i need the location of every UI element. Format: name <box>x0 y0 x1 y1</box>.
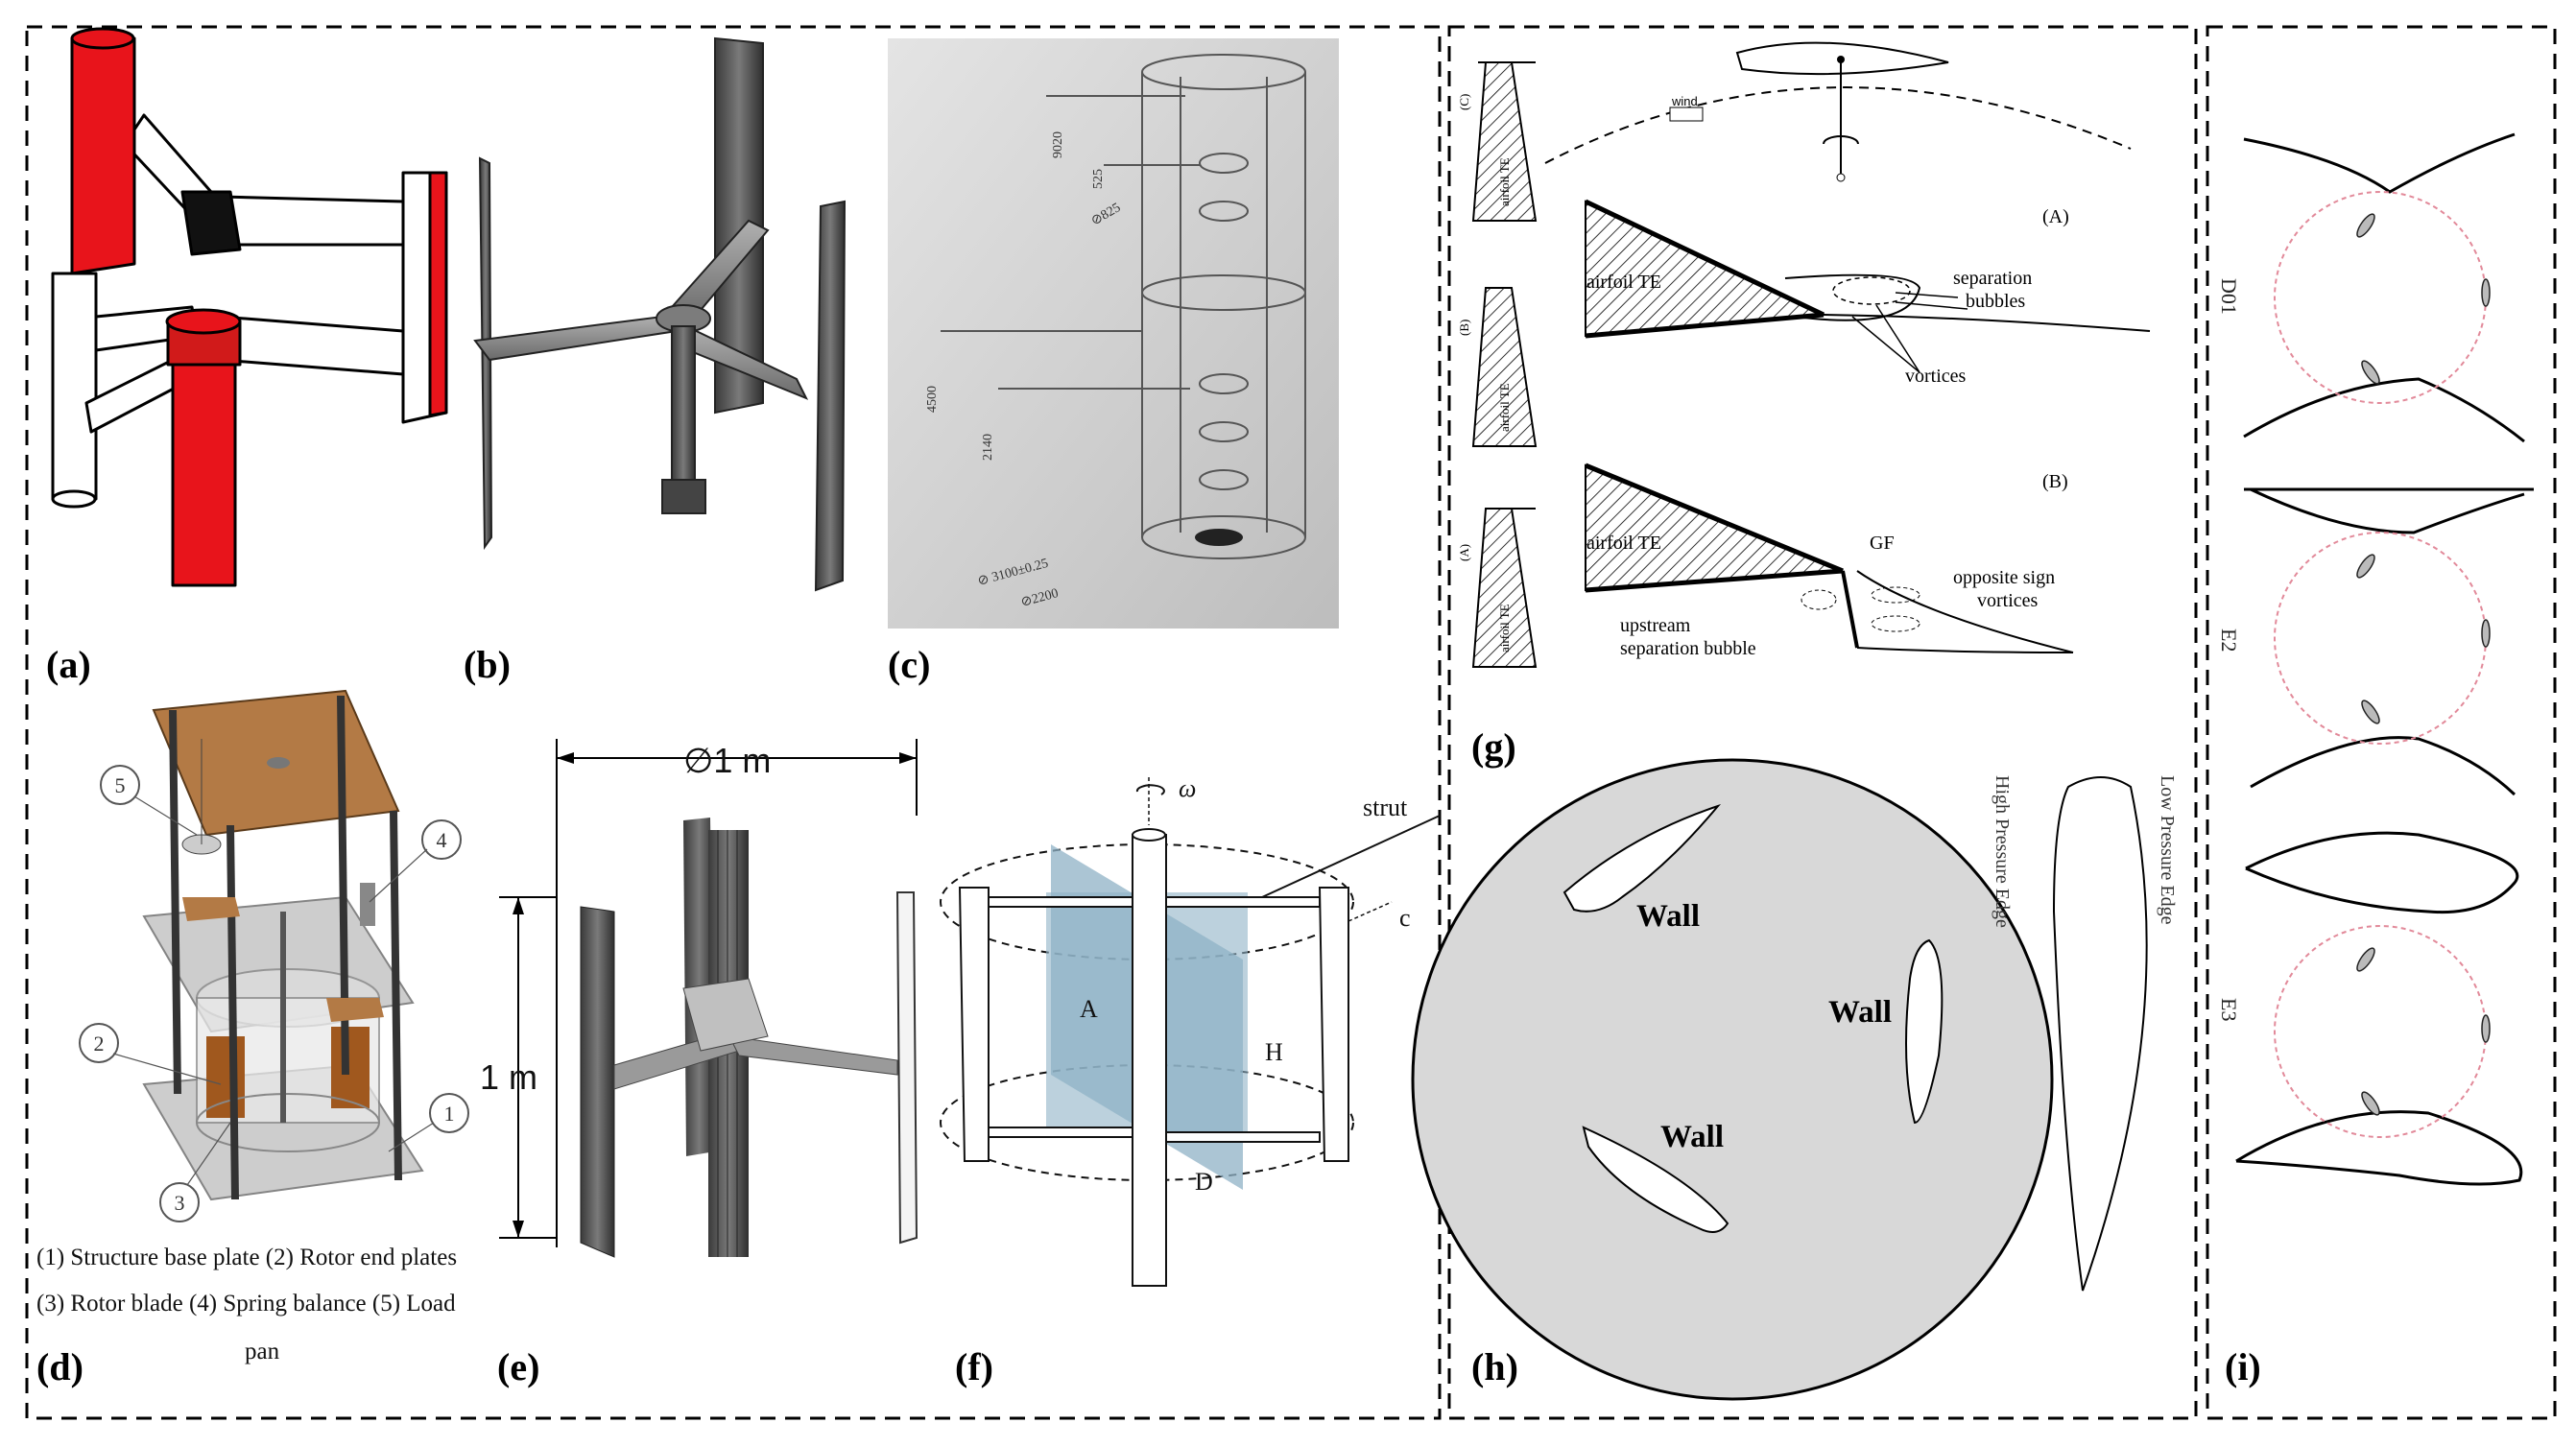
h-wall-3: Wall <box>1660 1120 1724 1154</box>
caption-line-1: (1) Structure base plate (2) Rotor end p… <box>36 1245 457 1270</box>
f-strut: strut <box>1363 794 1408 821</box>
caption-line-3: pan <box>245 1339 280 1364</box>
callout-1: 1 <box>444 1102 455 1126</box>
g-te-1: airfoil TE <box>1586 272 1661 293</box>
panel-c-wireframe: 9020 525 ⊘825 4500 2140 ⊘ 3100±0.25 ⊘220… <box>888 38 1339 629</box>
callout-4: 4 <box>437 828 447 852</box>
h-low-pressure: Low Pressure Edge <box>2157 775 2178 925</box>
f-omega: ω <box>1179 774 1196 802</box>
panel-a-rotor-drawing <box>51 27 448 587</box>
i-label-d01: D01 <box>2217 278 2241 315</box>
panel-label-e: (e) <box>497 1345 539 1388</box>
panel-b-rotor-drawing <box>473 36 847 592</box>
g-tag-b: (B) <box>1457 320 1471 336</box>
dim-525: 525 <box>1091 169 1106 189</box>
i-label-e2: E2 <box>2217 629 2241 652</box>
panel-e-rotor: ∅1 m 1 m <box>480 739 918 1258</box>
panel-label-g: (g) <box>1471 725 1516 769</box>
panel-label-i: (i) <box>2225 1345 2261 1388</box>
g-opp-2: vortices <box>1977 590 2039 611</box>
panel-label-d: (d) <box>36 1345 83 1388</box>
g-sep-2: bubbles <box>1966 291 2025 312</box>
g-opp-1: opposite sign <box>1953 567 2055 588</box>
e-height-label: 1 m <box>480 1057 537 1097</box>
f-a: A <box>1080 995 1098 1023</box>
dim-4500: 4500 <box>925 386 940 413</box>
caption-line-2: (3) Rotor blade (4) Spring balance (5) L… <box>36 1291 456 1317</box>
f-h: H <box>1265 1038 1283 1066</box>
g-gf: GF <box>1870 533 1895 554</box>
g-up-1: upstream <box>1620 615 1691 636</box>
dim-9020: 9020 <box>1051 131 1065 158</box>
callout-3: 3 <box>175 1191 185 1215</box>
panel-d-test-rig: 5 4 2 3 1 (1) Structure base plate (2) R… <box>36 689 469 1364</box>
g-A: (A) <box>2042 206 2069 227</box>
e-diameter-label: ∅1 m <box>683 741 771 780</box>
panel-label-c: (c) <box>888 643 930 686</box>
f-d: D <box>1195 1168 1213 1196</box>
g-te-small-3: airfoil TE <box>1497 604 1512 652</box>
i-label-e3: E3 <box>2217 998 2241 1021</box>
panel-g-trailing-edge: (C) (B) (A) airfoil TE airfoil TE airfoi… <box>1457 41 2151 668</box>
callout-5: 5 <box>115 773 126 797</box>
dim-2140: 2140 <box>981 434 995 461</box>
panel-frames <box>25 25 2557 1420</box>
panel-label-b: (b) <box>464 643 511 686</box>
panel-label-h: (h) <box>1471 1345 1518 1388</box>
g-up-2: separation bubble <box>1620 638 1756 659</box>
h-high-pressure: High Pressure Edge <box>1992 775 2013 928</box>
g-B: (B) <box>2042 471 2068 492</box>
callout-2: 2 <box>94 1032 105 1056</box>
panel-label-a: (a) <box>46 643 91 686</box>
h-wall-2: Wall <box>1828 995 1892 1030</box>
g-tag-a: (A) <box>1457 544 1471 561</box>
panel-i-profiles: D01 E2 E3 <box>2217 132 2534 1186</box>
panel-h-cross-section: Wall Wall Wall High Pressure Edge Low Pr… <box>1411 758 2178 1401</box>
panel-f-schematic: ω strut c A H D <box>940 774 1441 1287</box>
g-tag-c: (C) <box>1457 94 1471 110</box>
h-wall-1: Wall <box>1636 899 1700 934</box>
f-c: c <box>1399 904 1411 932</box>
panel-label-f: (f) <box>955 1345 993 1388</box>
g-sep-1: separation <box>1953 268 2032 289</box>
g-vort-1: vortices <box>1905 366 1967 387</box>
g-wind: wind <box>1671 94 1698 108</box>
g-te-small-2: airfoil TE <box>1497 383 1512 432</box>
g-te-small-1: airfoil TE <box>1497 157 1512 206</box>
